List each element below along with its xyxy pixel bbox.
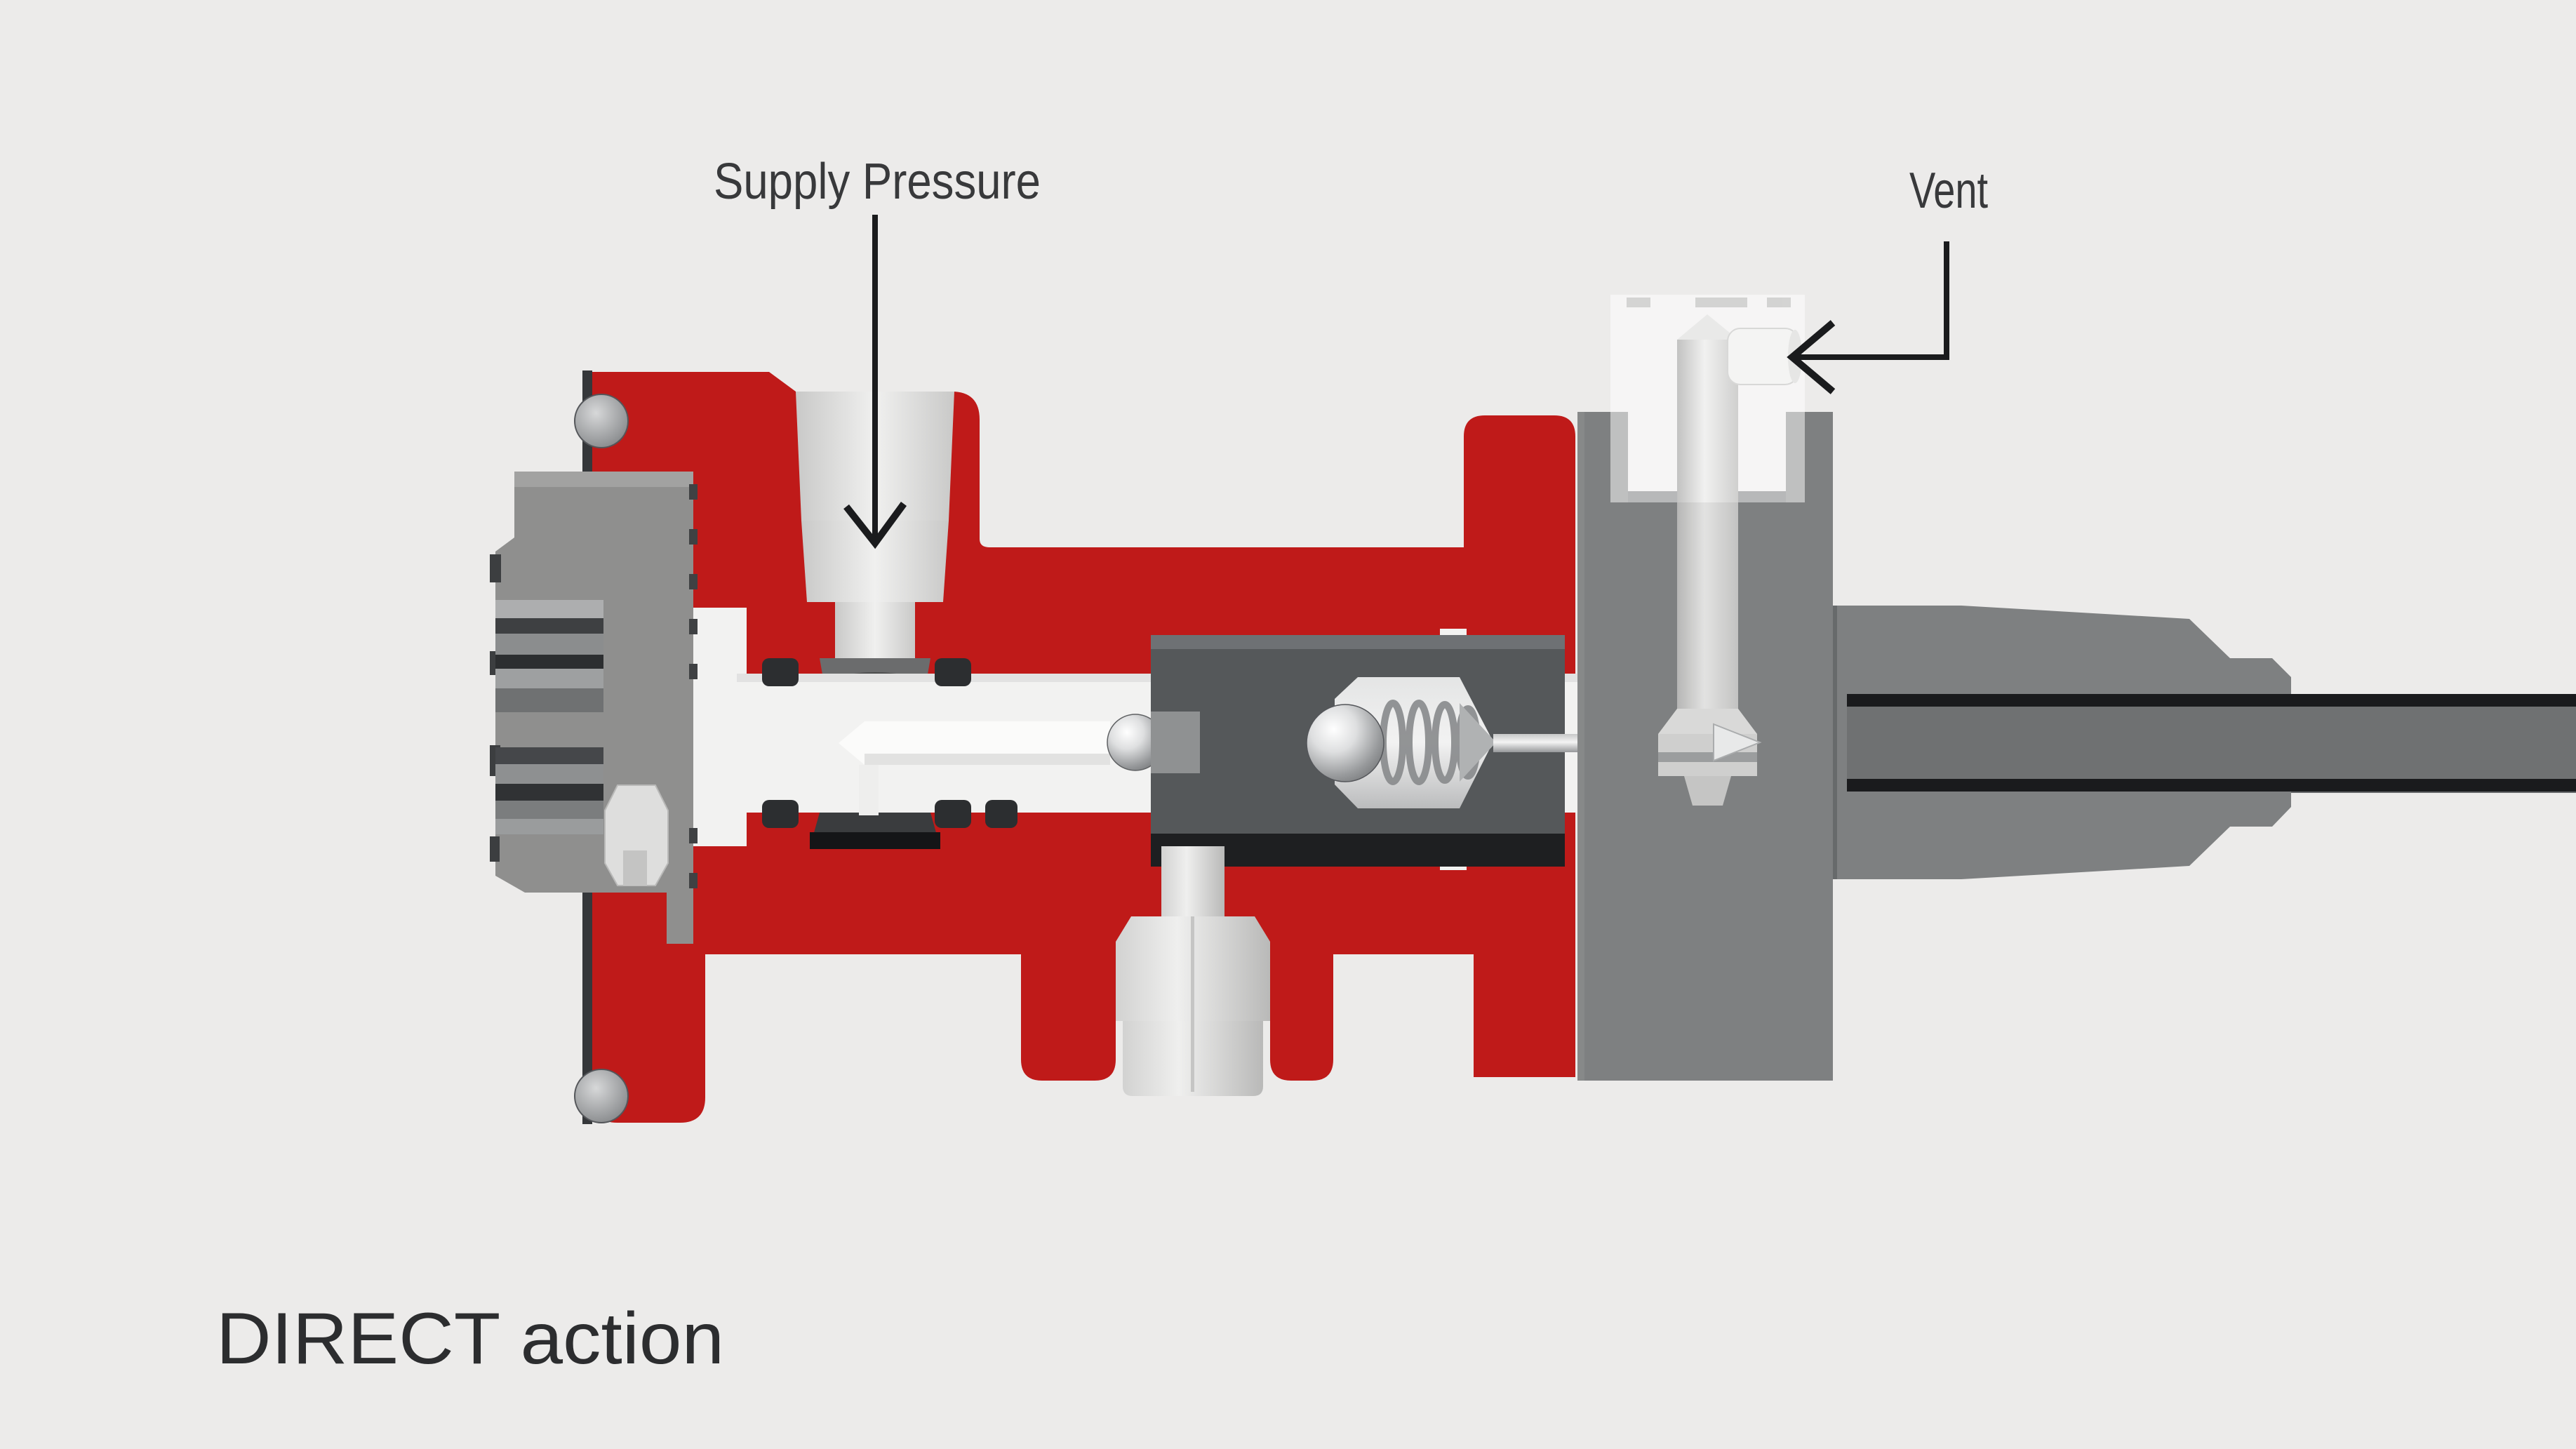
hex-fitting xyxy=(604,784,669,886)
supply-arrow-head xyxy=(843,502,907,549)
spring-cone xyxy=(1460,703,1496,782)
cartridge-top-flange xyxy=(1151,635,1565,649)
output-port-cylinder xyxy=(1116,846,1270,1096)
port-stem xyxy=(1161,846,1224,919)
piston-stack xyxy=(495,600,603,834)
supply-pressure-label: Supply Pressure xyxy=(714,154,1041,210)
vent-elbow xyxy=(1727,328,1798,385)
spring xyxy=(1380,700,1481,785)
lower-seat-band xyxy=(810,832,940,849)
front-face-highlight xyxy=(1577,412,1584,1081)
bore-line-bottom xyxy=(1847,779,2576,792)
vent-seat-tail xyxy=(1684,776,1731,806)
channel-seals xyxy=(762,658,1017,849)
vent-flare xyxy=(1658,709,1757,734)
pilot-ball-large xyxy=(1306,704,1384,782)
rod-tip-diamond xyxy=(1713,723,1762,762)
o-ring xyxy=(762,658,799,686)
housing-seam xyxy=(1833,606,1837,879)
vent-ghost-ticks xyxy=(1627,298,1791,307)
funnel-stem xyxy=(835,602,915,658)
vent-fitting xyxy=(1610,295,1805,806)
o-ring xyxy=(935,800,971,828)
vent-tube-tip xyxy=(1677,314,1738,340)
vent-seat-band xyxy=(1658,752,1757,762)
funnel-lower xyxy=(801,521,949,602)
o-ring xyxy=(935,658,971,686)
poppet-stem xyxy=(859,765,879,815)
seam-ticks xyxy=(689,484,698,888)
o-ring xyxy=(762,800,799,828)
vent-arrow-head xyxy=(1787,320,1836,394)
vent-arrow-line xyxy=(1796,241,1949,360)
flange-bolt-bottom xyxy=(574,1069,629,1123)
port-seam xyxy=(1191,916,1194,1092)
diagram-title: DIRECT action xyxy=(216,1298,724,1380)
poppet xyxy=(839,721,1110,815)
shaft-mid-band xyxy=(1847,707,2576,779)
vent-label: Vent xyxy=(1909,163,1988,219)
poppet-tip xyxy=(839,721,865,765)
bore-line-top xyxy=(1847,694,2576,707)
right-actuator-body xyxy=(1577,412,2576,1081)
vent-tube xyxy=(1677,340,1738,709)
cartridge-window xyxy=(1151,712,1200,773)
poppet-shade xyxy=(865,754,1110,765)
block-top-band xyxy=(514,472,693,487)
vent-tube-shade xyxy=(1677,502,1738,709)
vent-callout: Vent xyxy=(1787,163,1988,394)
left-end-block xyxy=(490,472,698,944)
hex-fitting-notch xyxy=(623,850,647,886)
o-ring xyxy=(985,800,1017,828)
flange-bolt-top xyxy=(574,394,629,448)
supply-pressure-callout: Supply Pressure xyxy=(714,154,1041,549)
